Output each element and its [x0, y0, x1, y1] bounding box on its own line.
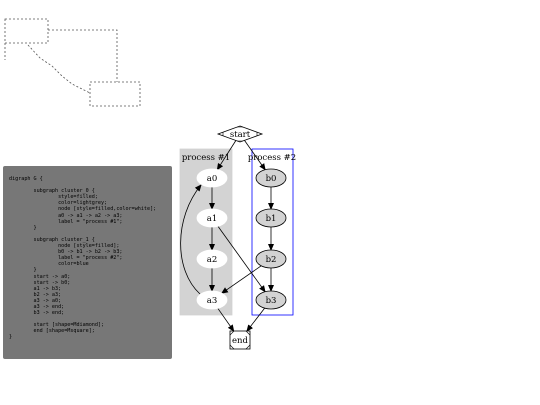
code-text: digraph G { subgraph cluster_0 { style=f…	[9, 176, 157, 341]
node-label: b0	[266, 174, 277, 184]
node-shape	[255, 208, 287, 228]
sketch-connector-top	[48, 29, 118, 82]
node-shape	[255, 290, 287, 310]
node-label: a2	[207, 255, 217, 265]
sketch-box-bottom	[89, 81, 141, 107]
node-b3: b3	[255, 290, 287, 310]
node-b1: b1	[255, 208, 287, 228]
node-label: b3	[266, 296, 277, 306]
node-marks	[229, 330, 251, 350]
node-label: b1	[266, 214, 277, 224]
node-label: a1	[207, 214, 217, 224]
sketch-diagonal	[27, 44, 91, 94]
edge-b2-a3	[220, 265, 262, 294]
node-shape	[216, 125, 264, 143]
node-label: a0	[207, 174, 217, 184]
node-label: a3	[207, 296, 217, 306]
cluster-label: process #1	[182, 153, 230, 163]
edge-b3-end	[246, 307, 265, 332]
node-a1: a1	[196, 208, 228, 228]
dashed-sketch	[4, 18, 141, 107]
edge-a3-end	[217, 308, 235, 332]
node-shape	[196, 249, 228, 269]
cluster-1: process #2	[248, 148, 296, 316]
graph-diagram: process #1 process #2 start a0 a1 a2 a3 b0 b1 b2…	[179, 125, 296, 350]
code-panel: digraph G { subgraph cluster_0 { style=f…	[3, 166, 172, 359]
node-shape	[229, 330, 251, 350]
node-shape	[255, 249, 287, 269]
sketch-box-top	[4, 18, 49, 44]
node-start: start	[216, 125, 264, 143]
cluster-box	[251, 148, 294, 316]
cluster-label: process #2	[248, 153, 296, 163]
node-shape	[255, 168, 287, 188]
edge-a1-b3	[217, 226, 266, 293]
edge-a3-a0	[180, 184, 202, 295]
edge-start-b0	[244, 140, 266, 171]
edge-start-a0	[216, 140, 237, 171]
node-marks	[222, 126, 258, 142]
node-label: start	[230, 130, 251, 140]
node-end: end	[229, 330, 251, 350]
node-label: end	[232, 336, 249, 346]
node-a0: a0	[196, 168, 228, 188]
node-label: b2	[266, 255, 277, 265]
node-shape	[196, 208, 228, 228]
node-a2: a2	[196, 249, 228, 269]
node-a3: a3	[196, 290, 228, 310]
node-shape	[196, 290, 228, 310]
node-b2: b2	[255, 249, 287, 269]
node-b0: b0	[255, 168, 287, 188]
node-shape	[196, 168, 228, 188]
